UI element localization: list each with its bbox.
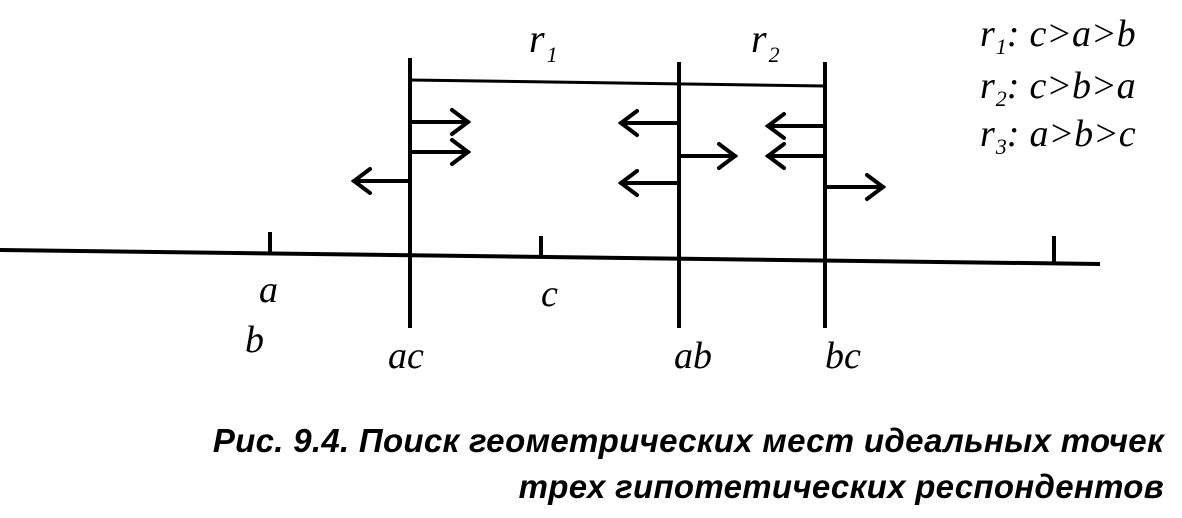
- legend-row-r1: r1:c>a>b: [980, 13, 1136, 59]
- point-label-c: c: [541, 273, 558, 315]
- main-axis: [0, 248, 1101, 266]
- arrow-ac-right-1: [408, 108, 472, 136]
- arrow-ab-left-1: [617, 109, 681, 137]
- arrow-bc-right: [823, 173, 887, 201]
- arrow-ac-right-2: [408, 138, 472, 166]
- arrow-bc-left-1: [764, 112, 827, 140]
- midpoint-label-ab: ab: [674, 335, 712, 377]
- interval-bracket: [409, 78, 826, 88]
- interval-label-r2: r2: [751, 16, 780, 67]
- legend-row-r2: r2:c>b>a: [980, 65, 1136, 111]
- point-label-b: b: [245, 319, 264, 361]
- arrow-ab-left-2: [617, 169, 681, 197]
- arrow-bc-left-2: [764, 142, 827, 170]
- legend: r1:c>a>b r2:c>b>a r3:a>b>c: [980, 13, 1136, 159]
- midpoint-label-bc: bc: [825, 335, 861, 377]
- interval-label-r1: r1: [529, 16, 558, 67]
- figure-caption: Рис. 9.4. Поиск геометрических мест идеа…: [213, 418, 1164, 510]
- caption-line-1: Рис. 9.4. Поиск геометрических мест идеа…: [212, 422, 1164, 459]
- point-label-a: a: [259, 269, 278, 311]
- legend-row-r3: r3:a>b>c: [980, 113, 1136, 159]
- caption-line-2: трех гипотетических респондентов: [518, 468, 1164, 505]
- arrow-ab-right: [677, 142, 739, 170]
- midpoint-label-ac: ac: [388, 335, 424, 377]
- arrow-ac-left: [350, 167, 412, 195]
